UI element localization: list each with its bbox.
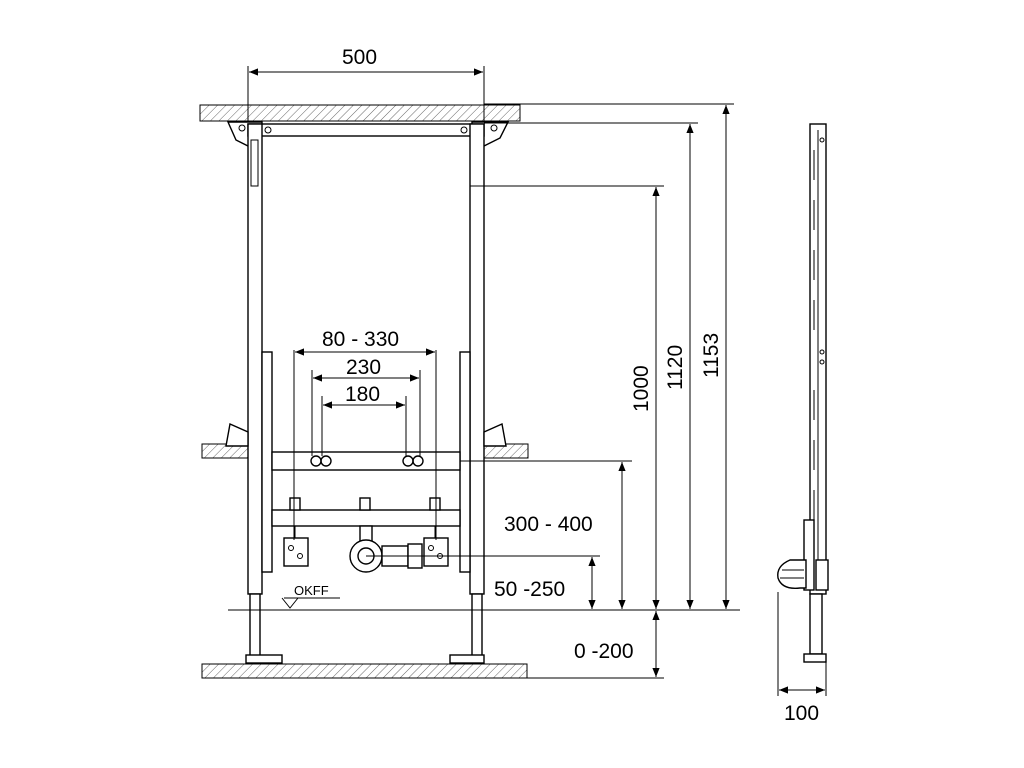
- dim-label-1000: 1000: [630, 365, 653, 412]
- dim-label-500: 500: [342, 46, 377, 69]
- front-view: OKFF 500 80 - 330 230 180 1153: [199, 46, 740, 679]
- crossbar-bolt: [460, 126, 468, 134]
- side-foot: [803, 653, 827, 663]
- bracket-screw: [490, 124, 498, 132]
- mid-left-bracket: [225, 422, 249, 447]
- side-rail-block: [803, 519, 815, 591]
- right-upright: [469, 123, 485, 595]
- side-bracket: [815, 559, 829, 591]
- left-upright: [247, 123, 263, 595]
- left-water-fitting: [283, 537, 309, 567]
- floor-slab: [201, 663, 528, 679]
- rail-bolt: [289, 497, 301, 511]
- rail-bolt: [429, 497, 441, 511]
- top-wall-slab: [199, 104, 521, 122]
- right-side-plate: [459, 351, 471, 573]
- left-upright-label-strip: [250, 139, 259, 187]
- fitting-detail: [428, 545, 434, 551]
- top-crossbar: [247, 123, 485, 137]
- floor-level-label: OKFF: [294, 583, 329, 598]
- floor-level-symbol: [281, 597, 299, 609]
- dim-label-180: 180: [345, 383, 380, 406]
- left-foot: [245, 654, 283, 664]
- upper-mounting-rail: [271, 451, 461, 471]
- connection-hole: [320, 455, 332, 467]
- right-water-fitting: [423, 537, 449, 567]
- right-leg: [471, 593, 483, 657]
- bracket-screw: [238, 124, 246, 132]
- dim-label-0-200: 0 -200: [574, 640, 634, 663]
- dim-label-300-400: 300 - 400: [504, 513, 593, 536]
- rail-bolt: [359, 497, 371, 511]
- side-leg: [809, 593, 823, 655]
- right-foot: [449, 654, 485, 664]
- left-side-plate: [261, 351, 273, 573]
- fitting-detail: [297, 553, 303, 559]
- dim-label-100: 100: [784, 702, 819, 725]
- side-profile-slots: [813, 137, 825, 520]
- dim-label-50-250: 50 -250: [494, 578, 565, 601]
- side-view: 100: [777, 123, 829, 725]
- dim-label-1120: 1120: [664, 345, 687, 390]
- connection-hole: [412, 455, 424, 467]
- dim-label-230: 230: [346, 356, 381, 379]
- crossbar-bolt: [264, 126, 272, 134]
- dim-label-1153: 1153: [700, 333, 723, 378]
- fitting-detail: [288, 545, 294, 551]
- mid-right-bracket: [483, 422, 507, 447]
- left-leg: [249, 593, 261, 657]
- lower-mounting-rail: [271, 509, 461, 527]
- dim-label-80-330: 80 - 330: [322, 328, 399, 351]
- side-drain-elbow: [777, 559, 807, 589]
